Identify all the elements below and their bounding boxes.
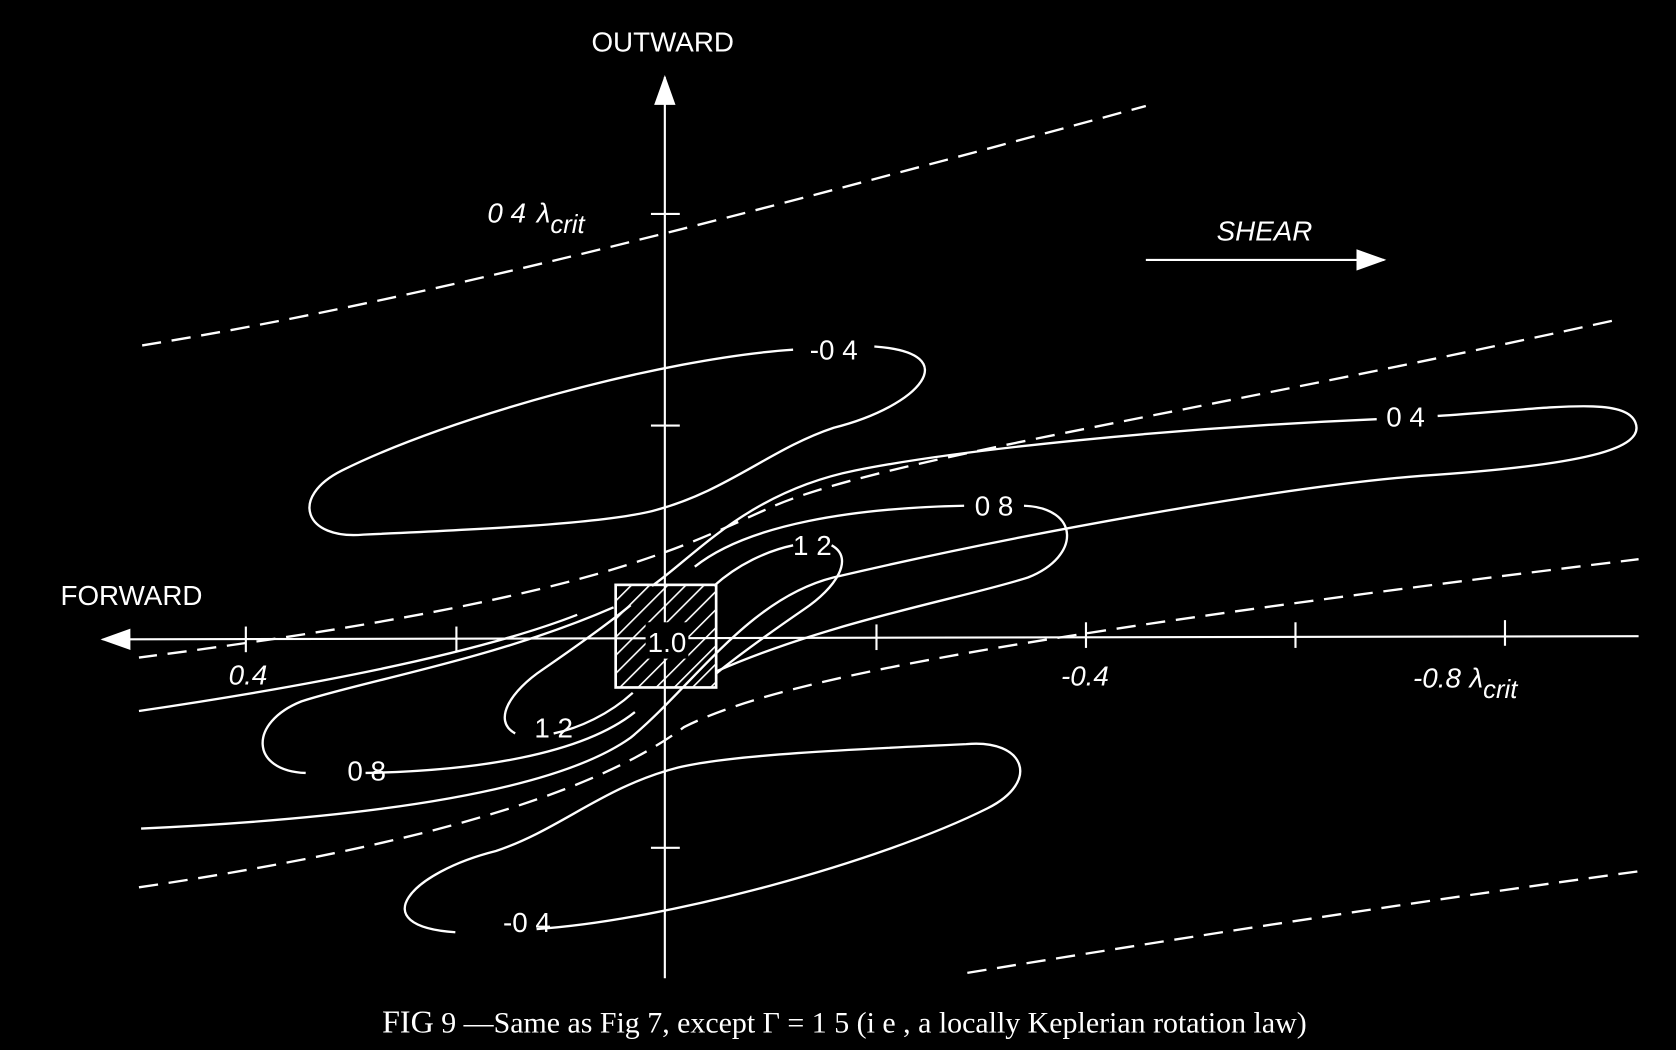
y-axis-label: OUTWARD — [591, 26, 733, 57]
contour-04 — [138, 405, 1638, 830]
zero-contour-lower — [138, 558, 1639, 889]
y-ticks — [650, 212, 680, 849]
contour-08 — [261, 504, 1069, 775]
label-12-left: 1 2 — [534, 713, 573, 744]
contour-neg04 — [308, 345, 1022, 934]
x-axis — [100, 628, 1639, 651]
zero-contour-bottom — [967, 870, 1639, 975]
x-tick-label-neg1: -0.4 — [1061, 660, 1109, 691]
x-ticks — [244, 620, 1507, 653]
center-value: 1.0 — [648, 627, 687, 658]
zero-contour-top — [141, 104, 1147, 347]
label-12-right: 1 2 — [793, 530, 832, 561]
label-08-left: 0 8 — [347, 755, 386, 786]
x-axis-label: FORWARD — [60, 580, 202, 611]
contour-12 — [503, 544, 844, 735]
label-08-right: 0 8 — [975, 490, 1014, 521]
zero-contour-upper — [138, 319, 1613, 659]
figure-caption: FIG 9 —Same as Fig 7, except Γ = 1 5 (i … — [382, 1004, 1307, 1040]
label-neg04-top: -0 4 — [810, 334, 858, 365]
x-tick-label-pos: 0.4 — [229, 659, 268, 690]
shear-label: SHEAR — [1217, 216, 1313, 247]
label-04: 0 4 — [1386, 402, 1425, 433]
label-neg04-bottom: -0 4 — [503, 907, 551, 938]
